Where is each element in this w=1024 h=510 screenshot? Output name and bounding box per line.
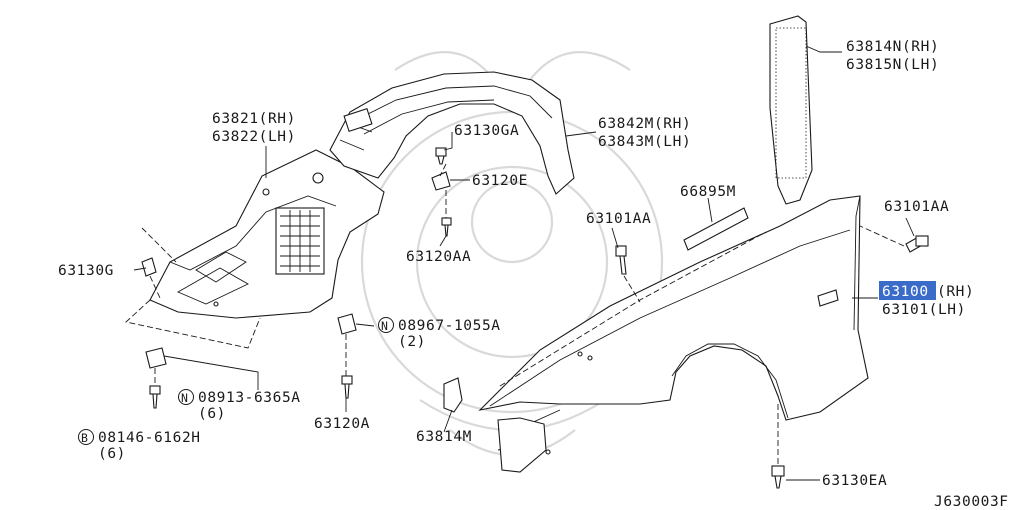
label-63120e[interactable]: 63120E [472,173,528,189]
clip-63130ea[interactable] [771,465,785,489]
label-63842m[interactable]: 63842M(RH) [598,116,691,132]
b-badge-icon [78,429,94,445]
clip-63130ga[interactable] [435,147,447,165]
clip-08967[interactable] [337,313,357,335]
liner-tab-dashes [141,227,177,263]
label-08967[interactable]: 08967-1055A [398,318,501,334]
n-badge-icon [178,389,194,405]
label-63101aa-right[interactable]: 63101AA [884,199,949,215]
n-badge-letter: N [381,319,389,333]
fender-top-dashes [499,231,767,387]
n-badge-letter: N [181,391,189,405]
fender-bracket[interactable] [443,377,463,413]
label-63814n[interactable]: 63814N(RH) [846,39,939,55]
screw-63120aa[interactable] [441,217,452,237]
label-63814m[interactable]: 63814M [416,429,472,445]
label-08913[interactable]: 08913-6365A [198,390,301,406]
label-63100-highlight [879,281,936,300]
liner-clip-dashes [125,299,261,349]
leader-lines [133,45,915,481]
label-63130ea[interactable]: 63130EA [822,473,887,489]
label-08146[interactable]: 08146-6162H [98,430,201,446]
label-66895m[interactable]: 66895M [680,184,736,200]
bolt-08146[interactable] [149,385,161,409]
n-badge-icon [378,317,394,333]
label-63101aa-left[interactable]: 63101AA [586,211,651,227]
b-badge-letter: B [81,431,89,445]
label-63130ga[interactable]: 63130GA [454,123,519,139]
label-63120a[interactable]: 63120A [314,416,370,432]
label-63100[interactable]: 63100 [882,284,929,300]
diagram-id: J630003F [934,494,1009,510]
label-63822[interactable]: 63822(LH) [212,129,296,145]
label-63843m[interactable]: 63843M(LH) [598,134,691,150]
label-63815n[interactable]: 63815N(LH) [846,57,939,73]
bolt-63101aa-right[interactable] [905,235,929,253]
fender-strip[interactable] [683,207,749,251]
fender-liner-front[interactable] [149,149,385,319]
clip-63130g[interactable] [141,257,157,277]
label-63821[interactable]: 63821(RH) [212,111,296,127]
label-63100-side[interactable]: (RH) [937,284,974,300]
screw-63120a[interactable] [341,375,353,399]
label-63130g[interactable]: 63130G [58,263,114,279]
label-63101[interactable]: 63101(LH) [882,302,966,318]
label-08146-qty: (6) [98,446,126,462]
label-63120aa[interactable]: 63120AA [406,249,471,265]
bolt-63101aa-left[interactable] [615,245,627,275]
fender-liner-arch[interactable] [329,71,575,195]
front-fender[interactable] [478,195,869,473]
clip-08913[interactable] [145,347,167,369]
fender-seal-rear[interactable] [769,15,813,205]
label-08967-qty: (2) [398,334,426,350]
label-08913-qty: (6) [198,406,226,422]
